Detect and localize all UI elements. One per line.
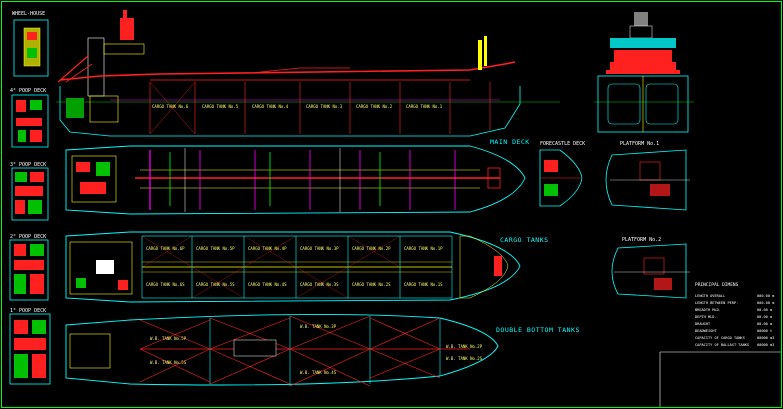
- midship-section: [594, 12, 694, 133]
- label-deck-4: 4° POOP DECK: [10, 88, 47, 94]
- dims-value: 00.00 m: [757, 322, 773, 326]
- dims-value: 00.00 m: [757, 308, 773, 312]
- cargo-tank-label: CARGO TANK No.1S: [404, 282, 443, 287]
- cargo-tank-label: CARGO TANK No.2S: [352, 282, 391, 287]
- dims-row: BREADTH MLD. 00.00 m: [695, 307, 781, 313]
- cargo-tanks-plan: [65, 231, 521, 303]
- profile-tank-label: CARGO TANK No.1: [406, 104, 443, 109]
- deck-plan-strip: [9, 19, 51, 385]
- db-tank-label: W.B. TANK No.5P: [150, 336, 187, 341]
- db-tank-label: W.B. TANK No.2S: [446, 356, 483, 361]
- dims-title: PRINCIPAL DIMENS: [695, 283, 739, 288]
- dims-key: DEPTH MLD.: [695, 315, 717, 319]
- dims-value: 000.00 m: [757, 301, 775, 305]
- db-tank-label: W.B. TANK No.5S: [150, 360, 187, 365]
- dims-value: 000.00 m: [757, 294, 775, 298]
- side-profile: [56, 10, 560, 137]
- dims-key: LENGTH OVERALL: [695, 294, 726, 298]
- dims-key: DRAUGHT: [695, 322, 711, 326]
- dims-key: LENGTH BETWEEN PERP.: [695, 301, 739, 305]
- cargo-tank-label: CARGO TANK No.6S: [146, 282, 185, 287]
- dims-value: 00000 t: [757, 329, 773, 333]
- dims-value: 00.00 m: [757, 315, 773, 319]
- dims-key: CAPACITY OF BALLAST TANKS: [695, 343, 750, 347]
- cargo-tank-label: CARGO TANK No.1P: [404, 246, 443, 251]
- db-tank-label: W.B. TANK No.3P: [300, 324, 337, 329]
- dims-row: LENGTH OVERALL 000.00 m: [695, 293, 781, 299]
- cargo-tank-label: CARGO TANK No.2P: [352, 246, 391, 251]
- dims-row: DRAUGHT 00.00 m: [695, 321, 781, 327]
- label-platform-top: PLATFORM No.1: [620, 141, 660, 147]
- forecastle-deck: [539, 149, 583, 207]
- label-cargo-tanks: CARGO TANKS: [500, 236, 549, 244]
- dims-row: CAPACITY OF BALLAST TANKS 00000 m3: [695, 342, 781, 348]
- label-main-deck: MAIN DECK: [490, 138, 530, 146]
- profile-tank-label: CARGO TANK No.2: [356, 104, 393, 109]
- dims-row: LENGTH BETWEEN PERP. 000.00 m: [695, 300, 781, 306]
- dims-row: DEADWEIGHT 00000 t: [695, 328, 781, 334]
- label-wheel-house: WHEEL-HOUSE: [12, 11, 46, 17]
- db-tank-label: W.B. TANK No.4S: [300, 370, 337, 375]
- double-bottom-plan: [65, 313, 499, 387]
- cargo-tank-label: CARGO TANK No.4S: [248, 282, 287, 287]
- dims-frame: [659, 351, 781, 407]
- dims-row: DEPTH MLD. 00.00 m: [695, 314, 781, 320]
- label-platform-bottom: PLATFORM No.2: [622, 237, 662, 243]
- cargo-tank-label: CARGO TANK No.6P: [146, 246, 185, 251]
- label-deck-2: 2° POOP DECK: [10, 234, 47, 240]
- cargo-tank-label: CARGO TANK No.3S: [300, 282, 339, 287]
- dims-value: 00000 m3: [757, 336, 775, 340]
- label-forecastle-deck: FORECASTLE DECK: [540, 141, 586, 147]
- profile-tank-label: CARGO TANK No.6: [152, 104, 189, 109]
- cargo-tank-label: CARGO TANK No.5S: [196, 282, 235, 287]
- dims-key: CAPACITY OF CARGO TANKS: [695, 336, 745, 340]
- profile-tank-label: CARGO TANK No.5: [202, 104, 239, 109]
- platform-plans: [605, 149, 690, 299]
- cargo-tank-label: CARGO TANK No.3P: [300, 246, 339, 251]
- label-deck-3: 3° POOP DECK: [10, 162, 47, 168]
- profile-tank-label: CARGO TANK No.3: [306, 104, 343, 109]
- dims-value: 00000 m3: [757, 343, 775, 347]
- profile-tank-label: CARGO TANK No.4: [252, 104, 289, 109]
- cargo-tank-label: CARGO TANK No.4P: [248, 246, 287, 251]
- cargo-tank-label: CARGO TANK No.5P: [196, 246, 235, 251]
- dims-key: DEADWEIGHT: [695, 329, 717, 333]
- main-deck-plan: [65, 145, 526, 215]
- label-double-bottom: DOUBLE BOTTOM TANKS: [496, 326, 580, 334]
- dims-key: BREADTH MLD.: [695, 308, 721, 312]
- db-tank-label: W.B. TANK No.2P: [446, 344, 483, 349]
- dims-row: CAPACITY OF CARGO TANKS 00000 m3: [695, 335, 781, 341]
- label-deck-1: 1° POOP DECK: [10, 308, 47, 314]
